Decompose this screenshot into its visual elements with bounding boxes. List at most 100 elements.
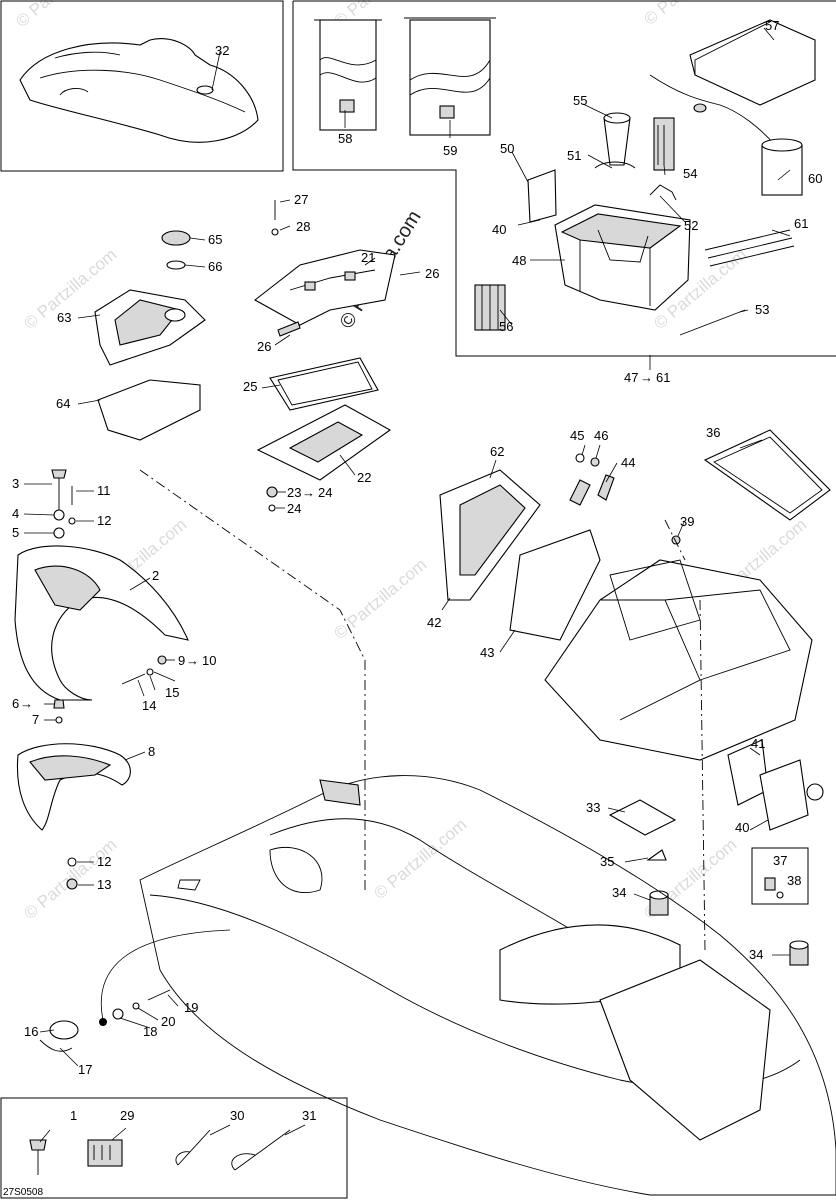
case-part-54 — [653, 117, 675, 171]
callout-25: 25 — [243, 379, 257, 394]
gasket-part-25 — [269, 357, 379, 411]
callout-56: 56 — [499, 319, 513, 334]
callout-3: 3 — [12, 476, 19, 491]
callout-5: 5 — [12, 525, 19, 540]
callout-labels: 32 58 59 57 55 54 60 50 51 52 40 48 61 5… — [12, 18, 822, 1123]
callout-14: 14 — [142, 698, 156, 713]
handle-part-2 — [14, 545, 189, 701]
hull-outline — [139, 775, 836, 1196]
strap-part-51 — [594, 161, 636, 169]
callout-32: 32 — [215, 43, 229, 58]
callout-19: 19 — [184, 1000, 198, 1015]
range-arrow: → — [640, 370, 653, 385]
washer-part-28 — [271, 228, 279, 236]
callout-7: 7 — [32, 712, 39, 727]
callout-21: 21 — [361, 250, 375, 265]
callout-2: 2 — [152, 568, 159, 583]
nut-part-9 — [157, 655, 167, 665]
funnel-part-63 — [94, 289, 206, 366]
rod-part-61 — [704, 229, 795, 267]
leader-lines — [23, 27, 791, 1143]
diagram-code: 27S0508 — [3, 1187, 43, 1198]
hardware-box — [0, 1097, 348, 1199]
callout-1: 1 — [70, 1108, 77, 1123]
callout-34b: 34 — [749, 947, 763, 962]
seal-part-64 — [97, 379, 201, 441]
callout-37: 37 — [773, 853, 787, 868]
callout-11: 11 — [97, 483, 111, 498]
callout-31: 31 — [302, 1108, 316, 1123]
callout-57: 57 — [765, 18, 779, 33]
pivot-point — [99, 1018, 107, 1026]
nut-part-13 — [66, 878, 78, 890]
callout-16: 16 — [24, 1024, 38, 1039]
callout-61a: 61 — [794, 216, 808, 231]
callout-34a: 34 — [612, 885, 626, 900]
callout-61b: 61 — [656, 370, 670, 385]
plate-part-50 — [527, 169, 557, 223]
leader-line — [100, 929, 231, 1021]
detail-box-37-38 — [751, 847, 809, 905]
callout-6: 6 — [12, 696, 19, 711]
callout-43: 43 — [480, 645, 494, 660]
washer-part-12-lower — [67, 857, 77, 867]
callout-29: 29 — [120, 1108, 134, 1123]
cup-part-55 — [603, 112, 631, 166]
cable-tie-part-31 — [231, 1129, 291, 1171]
clip-part-37 — [764, 877, 776, 891]
seal-part-36 — [703, 429, 831, 521]
plate-part-16 — [49, 1020, 79, 1040]
callout-60: 60 — [808, 171, 822, 186]
callout-40b: 40 — [735, 820, 749, 835]
alignment-line — [699, 599, 706, 951]
pouch-part-57 — [689, 19, 816, 106]
tie-part-53 — [679, 309, 746, 336]
washer-part-45 — [575, 453, 585, 463]
callout-54: 54 — [683, 166, 697, 181]
bolt-part-14 — [121, 673, 146, 685]
front-storage-body — [544, 559, 813, 761]
callout-42: 42 — [427, 615, 441, 630]
callout-4: 4 — [12, 506, 19, 521]
washer-part-15 — [146, 668, 154, 676]
washer-part-20 — [132, 1002, 140, 1010]
callout-48: 48 — [512, 253, 526, 268]
hardware-part-1 — [29, 1139, 47, 1175]
drain-plug-part-34-left — [649, 890, 669, 916]
callout-9: 9 — [178, 653, 185, 668]
nut-part-6 — [53, 699, 65, 709]
callout-26a: 26 — [425, 266, 439, 281]
nut-part-46 — [590, 457, 600, 467]
callout-52: 52 — [684, 218, 698, 233]
lanyard-part — [649, 74, 776, 146]
callout-40a: 40 — [492, 222, 506, 237]
drain-plug-part-34-right — [789, 940, 809, 966]
grab-handle-part-21 — [254, 249, 396, 326]
ring-part-66 — [166, 260, 186, 270]
washer-part-7 — [55, 716, 63, 724]
callout-23: 23 — [287, 485, 301, 500]
cover-part — [19, 38, 259, 143]
callout-17: 17 — [78, 1062, 92, 1077]
bag-part-59 — [404, 17, 496, 136]
callout-51: 51 — [567, 148, 581, 163]
pad-part-56 — [474, 284, 506, 331]
cover-part-42 — [439, 469, 541, 601]
callout-18: 18 — [143, 1024, 157, 1039]
callout-63: 63 — [57, 310, 71, 325]
callout-24a: 24 — [318, 485, 332, 500]
alignment-line — [139, 469, 366, 890]
brackets-part-44 — [569, 474, 615, 506]
strip-part-26 — [277, 321, 301, 337]
callout-26b: 26 — [257, 339, 271, 354]
storage-bin-part-48 — [554, 204, 691, 311]
callout-41: 41 — [751, 736, 765, 751]
gasket-part-33 — [608, 799, 677, 836]
watermark: © Partzilla.com — [12, 0, 112, 31]
cable-part-17 — [39, 1039, 73, 1052]
callout-28: 28 — [296, 219, 310, 234]
range-arrow: → — [186, 653, 199, 668]
callout-46: 46 — [594, 428, 608, 443]
washer-part-24 — [268, 504, 276, 512]
watermark: © Partzilla.com — [370, 815, 470, 903]
